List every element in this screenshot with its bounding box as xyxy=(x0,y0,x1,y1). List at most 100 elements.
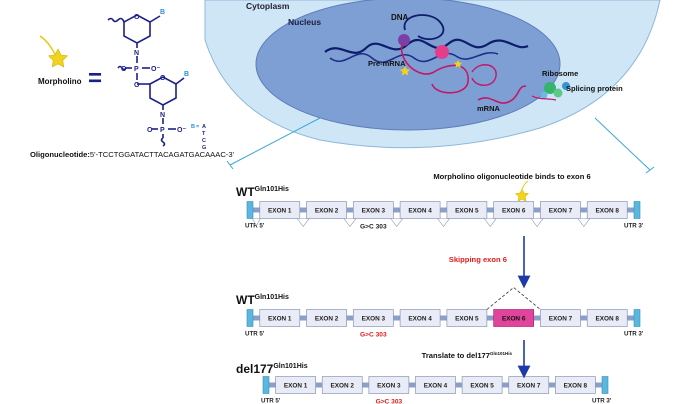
gene-row-3-title-main: del177 xyxy=(236,362,274,376)
mrna-strand xyxy=(477,85,527,104)
morpholino-tail xyxy=(39,35,57,57)
gene-row-2-skip-connector xyxy=(486,286,541,310)
cell-illustration: Cytoplasm Nucleus DNA Pre-mRNA mRNA Ribo… xyxy=(204,0,661,149)
gene-row-2-exon-8 xyxy=(586,309,628,327)
morpholino-ring-top xyxy=(123,14,151,44)
gene-row-1-exon-7-label: EXON 7 xyxy=(549,207,573,214)
gene-row-1-splice-junction-0 xyxy=(251,218,261,227)
morpholino-ring-bottom xyxy=(149,76,177,106)
gene-row-2-exon-6 xyxy=(493,309,535,327)
oligonucleotide-line: Oligonucleotide:5'-TCCTGGATACTTACAGATGAC… xyxy=(30,150,235,159)
gene-row-3-exon-2-label: EXON 2 xyxy=(331,382,355,389)
oligonucleotide-label: Oligonucleotide: xyxy=(30,150,90,159)
gene-row-2-exon-2 xyxy=(306,309,347,327)
base-legend-g: G xyxy=(202,145,206,151)
dna-label: DNA xyxy=(391,13,409,22)
gene-row-2-exon-7 xyxy=(540,309,581,327)
gene-row-2-exon-3 xyxy=(352,309,394,327)
gene-row-3-utr-5-label: UTR 5' xyxy=(261,398,281,404)
gene-row-1-utr-5 xyxy=(246,201,254,219)
morpholino-atoms: O B N O P O⁻ O O B N O P O⁻ xyxy=(121,9,189,134)
gene-row-1-exon-1 xyxy=(259,201,301,219)
morpholino-star-row1 xyxy=(514,188,530,202)
gene-row-1-utr-3 xyxy=(633,201,641,219)
ring-top-b-bond xyxy=(149,15,161,23)
gene-row-3-exon-2 xyxy=(321,376,363,394)
gene-row-3-exon-1 xyxy=(275,376,316,394)
gene-row-2-title: WTGln101His xyxy=(236,293,289,307)
gene-row-1-exon-8 xyxy=(586,201,628,219)
gene-row-1-splice-junction-7 xyxy=(577,218,591,227)
base-legend-a: A xyxy=(202,124,206,130)
gene-row-1-exon-1-label: EXON 1 xyxy=(268,207,292,214)
atom-o-down: O xyxy=(134,82,140,89)
gene-row-2-exon-5-label: EXON 5 xyxy=(455,315,479,322)
gene-row-1-title-sup: Gln101His xyxy=(255,186,289,193)
dna-strand xyxy=(324,38,529,54)
gene-row-3-exon-6-label: EXON 7 xyxy=(517,382,541,389)
gene-row-3-mutation-label: G>C 303 xyxy=(376,399,403,404)
atom-p-bottom: P xyxy=(160,127,165,134)
gene-row-3-exon-4-label: EXON 4 xyxy=(424,382,448,389)
splice-pink-circle xyxy=(435,45,449,59)
gene-row-2-exon-5 xyxy=(446,309,488,327)
atom-ominus-right: O⁻ xyxy=(151,66,160,73)
gene-row-2-intron-line xyxy=(247,315,640,321)
atom-o-left: O xyxy=(121,66,127,73)
atom-n-bottom: N xyxy=(160,112,165,119)
atom-o-left-2: O xyxy=(147,127,153,134)
gene-row-2-exon-4-label: EXON 4 xyxy=(408,315,432,322)
gene-row-1-exon-5-label: EXON 5 xyxy=(455,207,479,214)
translate-label-sup: Gln101His xyxy=(490,351,513,356)
morpholino-star-cell-2 xyxy=(453,60,463,68)
gene-row-1-splice-junction-4 xyxy=(436,218,451,227)
gene-row-2-exon-2-label: EXON 2 xyxy=(315,315,339,322)
atom-ominus-right-2: O⁻ xyxy=(177,127,186,134)
morpholino-star-tail-row1 xyxy=(521,180,529,190)
splicing-protein-label: Splicing protein xyxy=(566,84,623,93)
gene-row-1-intron-line xyxy=(247,207,640,213)
atom-n-top: N xyxy=(134,50,139,57)
atom-b-bottom: B xyxy=(184,71,189,78)
gene-row-1-exon-6-label: EXON 6 xyxy=(502,207,526,214)
gene-row-2-utr-3-label: UTR 3' xyxy=(624,331,644,338)
binding-annotation: Morpholino oligonucleotide binds to exon… xyxy=(433,172,590,181)
gene-row-3-exon-1-label: EXON 1 xyxy=(284,382,308,389)
gene-row-1-utr-3-label: UTR 3' xyxy=(624,223,644,230)
cytoplasm-label: Cytoplasm xyxy=(246,1,290,11)
gene-row-3-title-sup: Gln101His xyxy=(273,363,307,370)
morpholino-star-icon xyxy=(47,48,69,68)
base-legend-b: B xyxy=(191,124,195,130)
ribosome-green-2 xyxy=(553,88,563,98)
gene-row-2-mutation-label: G>C 303 xyxy=(360,332,387,339)
base-legend-c: C xyxy=(202,138,206,144)
pointer-line-left-tick xyxy=(226,160,234,170)
gene-row-1-exon-8-label: EXON 8 xyxy=(595,207,619,214)
mrna-label: mRNA xyxy=(477,104,501,113)
atom-b-top: B xyxy=(160,9,165,16)
atom-p-top: P xyxy=(134,66,139,73)
premrna-loop xyxy=(471,64,497,86)
morpholino-star-cell-1 xyxy=(399,66,411,76)
ribosome-green xyxy=(544,82,556,94)
atom-o-ring-bottom: O xyxy=(160,75,166,82)
translate-label: Translate to del177Gln101His xyxy=(422,351,513,360)
gene-row-1-exon-3-label: EXON 3 xyxy=(362,207,386,214)
dna-strand-2 xyxy=(329,51,499,64)
gene-row-2-title-main: WT xyxy=(236,293,255,307)
wavy-bond-bottom xyxy=(160,137,166,147)
gene-row-1-exon-7 xyxy=(540,201,581,219)
skipping-label: Skipping exon 6 xyxy=(449,255,507,264)
gene-row-1-utr-5-label: UTR 5' xyxy=(245,223,265,230)
gene-row-2-utr-3 xyxy=(633,309,641,327)
gene-row-3-exon-7-label: EXON 8 xyxy=(564,382,588,389)
gene-row-1-splice-junction-2 xyxy=(343,218,357,227)
premrna-label: Pre-mRNA xyxy=(368,59,406,68)
base-legend-t: T xyxy=(202,131,206,137)
morpholino-structure xyxy=(107,14,185,147)
equals-sign: = xyxy=(88,65,102,92)
pointer-line-right xyxy=(594,117,651,171)
gene-row-1-exon-4-label: EXON 4 xyxy=(408,207,432,214)
gene-row-1-title-main: WT xyxy=(236,185,255,199)
